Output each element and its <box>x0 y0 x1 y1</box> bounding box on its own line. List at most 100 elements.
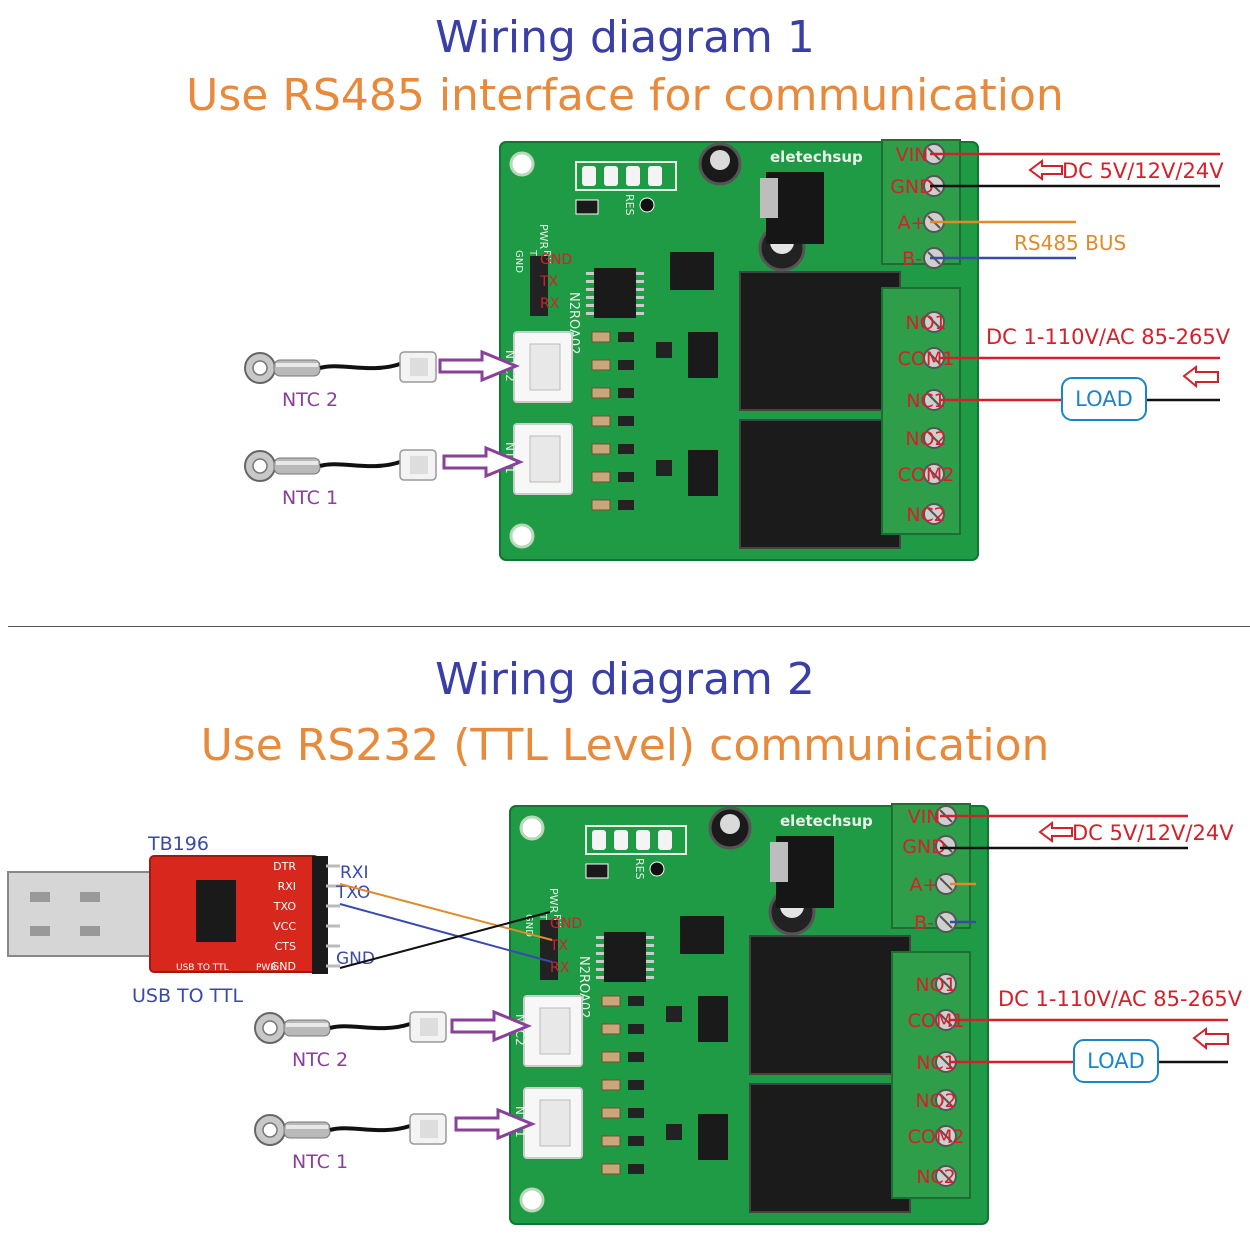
relay-2 <box>739 419 901 549</box>
header-pad <box>658 830 672 850</box>
header-pad <box>648 166 662 186</box>
ring-hole <box>252 360 268 376</box>
smd-cap <box>601 995 621 1007</box>
probe-tube <box>273 359 321 377</box>
usb-module-name: TB196 <box>147 833 209 855</box>
diode <box>688 332 718 378</box>
screw-slot <box>939 1013 953 1027</box>
diagram2-subtitle: Use RS232 (TTL Level) communication <box>200 720 1050 771</box>
terminal-label-relay: NO2 <box>905 428 946 450</box>
smd-res <box>618 472 634 482</box>
pin-label-tx: TX <box>539 274 559 290</box>
ntc1-arrow <box>454 1107 536 1141</box>
probe-cable <box>329 1124 411 1133</box>
header-pad <box>626 166 640 186</box>
ic-pin <box>646 936 654 939</box>
header-pad <box>614 830 628 850</box>
usb-slot <box>30 892 50 902</box>
ic-pin <box>596 976 604 979</box>
diode <box>698 996 728 1042</box>
smd-res <box>628 1108 644 1118</box>
screw-slot <box>939 1129 953 1143</box>
transistor <box>656 342 672 358</box>
usb-ttl-header <box>312 856 328 974</box>
power-label: DC 5V/12V/24V <box>1072 821 1234 845</box>
diode <box>698 1114 728 1160</box>
pin-label-rx: RX <box>540 296 560 312</box>
capacitor-top <box>710 150 730 170</box>
probe-cable <box>319 362 401 371</box>
terminal-label-relay: COM2 <box>908 1126 965 1148</box>
smd-res <box>628 1080 644 1090</box>
transistor <box>656 460 672 476</box>
pin-label-gnd: GND <box>540 252 572 268</box>
mount-hole <box>519 1187 545 1213</box>
usb-ttl-silk-pin: VCC <box>273 920 296 933</box>
smd-res <box>618 416 634 426</box>
terminal-label-power: B- <box>902 248 922 270</box>
board-brand: eletechsup <box>770 148 863 166</box>
ntc1-probe: NTC 1 <box>244 449 437 509</box>
terminal-block-relay <box>891 951 971 1199</box>
header-pad <box>582 166 596 186</box>
ic-pin <box>646 976 654 979</box>
relay-supply-label: DC 1-110V/AC 85-265V <box>986 325 1231 349</box>
pin-header <box>540 920 558 980</box>
power-arrow <box>1028 159 1063 181</box>
load-box <box>1073 1039 1159 1083</box>
pin-header <box>530 256 548 316</box>
header-pad <box>592 830 606 850</box>
screw-slot <box>939 1169 953 1183</box>
screw-slot <box>939 839 953 853</box>
probe-cable <box>319 460 401 469</box>
ic-pin <box>586 304 594 307</box>
mount-hole <box>509 151 535 177</box>
ic-pin <box>596 952 604 955</box>
ic-pin <box>636 296 644 299</box>
ring-hole <box>262 1122 278 1138</box>
relay-supply-label: DC 1-110V/AC 85-265V <box>998 987 1243 1011</box>
usb-slot <box>80 926 100 936</box>
ic-rs485 <box>670 252 714 290</box>
screw-slot <box>939 1093 953 1107</box>
smd-res <box>628 1024 644 1034</box>
ic-pin <box>586 288 594 291</box>
load-label: LOAD <box>1075 387 1133 411</box>
probe-tube <box>283 1121 331 1139</box>
ntc-label: NTC 1 <box>292 1151 348 1173</box>
res-hole <box>649 861 665 877</box>
ic-u2 <box>594 268 636 318</box>
diagram2-title: Wiring diagram 2 <box>435 654 815 705</box>
ntc1-arrow <box>442 445 524 479</box>
diagram1-pcb-board: eletechsupPWRRESN2ROA02GNDTXRXGNDTXRXNTC… <box>499 139 979 561</box>
terminal-label-relay: NC2 <box>916 1166 956 1188</box>
usb-slot <box>80 892 100 902</box>
pwr-silk: PWR <box>537 224 550 250</box>
terminal-label-power: GND <box>902 836 946 858</box>
smd-cap <box>591 499 611 511</box>
section-divider <box>8 626 1250 627</box>
usb-plug <box>7 871 155 957</box>
screw-slot <box>939 977 953 991</box>
usb-slot <box>30 926 50 936</box>
load-label: LOAD <box>1087 1049 1145 1073</box>
smd-cap <box>601 1163 621 1175</box>
ic-pin <box>586 296 594 299</box>
smd-cap <box>601 1135 621 1147</box>
smd-res <box>628 1136 644 1146</box>
ntc-connector-socket <box>529 343 561 391</box>
usb-ttl-silk-pin: CTS <box>275 940 296 953</box>
ntc-connector-socket <box>539 1099 571 1147</box>
gnd-to-gnd-wire <box>339 911 551 969</box>
terminal-label-power: VIN <box>908 806 941 828</box>
pin-label-gnd: GND <box>550 916 582 932</box>
usb-ttl-silk-pwr: PWR <box>256 963 277 973</box>
smd-cap <box>601 1023 621 1035</box>
load-box <box>1061 377 1147 421</box>
terminal-label-power: A+ <box>898 212 927 234</box>
screw-slot <box>939 915 953 929</box>
smd-cap <box>591 471 611 483</box>
smd-cap <box>601 1051 621 1063</box>
ic-pin <box>636 304 644 307</box>
ntc2-arrow <box>438 349 520 383</box>
